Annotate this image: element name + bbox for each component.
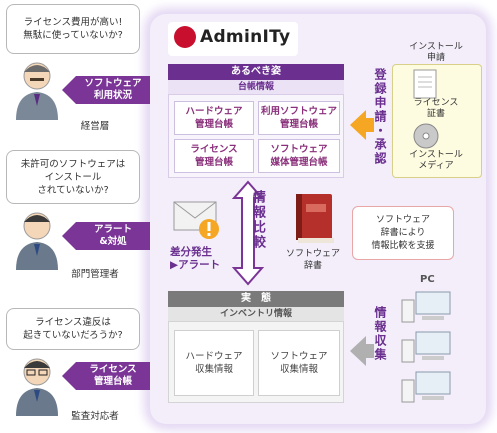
register-label: 登録申請・承認 — [373, 68, 387, 166]
install-card — [392, 64, 482, 178]
auditor-person-icon — [16, 358, 58, 416]
ideal-subheader: 台帳情報 — [168, 80, 344, 94]
diff-alert-label: 差分発生 ▶アラート — [170, 246, 221, 271]
ledger-hardware: ハードウェア 管理台帳 — [174, 101, 254, 135]
alert-icon — [199, 219, 219, 239]
auditor-arrow-tip — [62, 362, 76, 390]
executive-bubble: ライセンス費用が高い! 無駄に使っていないか? — [6, 4, 140, 54]
install-media-label: インストール メディア — [409, 150, 463, 171]
compare-label: 情報比較 — [250, 190, 265, 250]
manager-arrow-tip — [62, 222, 76, 250]
executive-role-label: 経営層 — [80, 121, 110, 132]
logo: AdminITy — [200, 27, 291, 47]
ledger-software-media: ソフトウェア 媒体管理台帳 — [258, 139, 340, 173]
collect-label: 情報収集 — [373, 306, 387, 362]
logo-mark-icon — [174, 26, 196, 48]
pc-label: PC — [420, 274, 435, 285]
disc-icon — [413, 123, 439, 149]
ideal-header: あるべき姿 — [168, 64, 344, 80]
executive-person-icon — [16, 62, 58, 120]
auditor-arrow: ライセンス 管理台帳 — [76, 362, 150, 390]
pc-icon — [401, 291, 451, 323]
install-request-label: インストール 申請 — [409, 42, 463, 63]
auditor-role-label: 監査対応者 — [71, 411, 119, 422]
collected-software: ソフトウェア 収集情報 — [258, 330, 340, 396]
dictionary-label: ソフトウェア 辞書 — [285, 249, 340, 271]
dictionary-note: ソフトウェア 辞書により 情報比較を支援 — [352, 206, 454, 260]
ledger-license: ライセンス 管理台帳 — [174, 139, 254, 173]
actual-header: 実 態 — [168, 291, 344, 307]
document-icon — [413, 69, 437, 99]
executive-arrow: ソフトウェア 利用状況 — [76, 76, 150, 104]
pc-icon — [401, 331, 451, 363]
register-arrow-icon — [350, 110, 374, 140]
manager-bubble: 未許可のソフトウェアは インストール されていないか? — [6, 150, 140, 204]
pc-icon — [401, 371, 451, 403]
compare-arrow-icon — [231, 180, 265, 286]
license-cert-label: ライセンス 証書 — [413, 98, 459, 119]
executive-arrow-tip — [62, 76, 76, 104]
collected-hardware: ハードウェア 収集情報 — [174, 330, 254, 396]
collect-arrow-icon — [350, 336, 374, 366]
auditor-bubble: ライセンス違反は 起きていないだろうか? — [6, 308, 140, 350]
actual-subheader: インベントリ情報 — [168, 307, 344, 321]
manager-role-label: 部門管理者 — [71, 269, 119, 280]
book-icon — [296, 194, 334, 243]
manager-arrow: アラート &対処 — [76, 222, 150, 250]
manager-person-icon — [16, 212, 58, 270]
ledger-software-usage: 利用ソフトウェア 管理台帳 — [258, 101, 340, 135]
